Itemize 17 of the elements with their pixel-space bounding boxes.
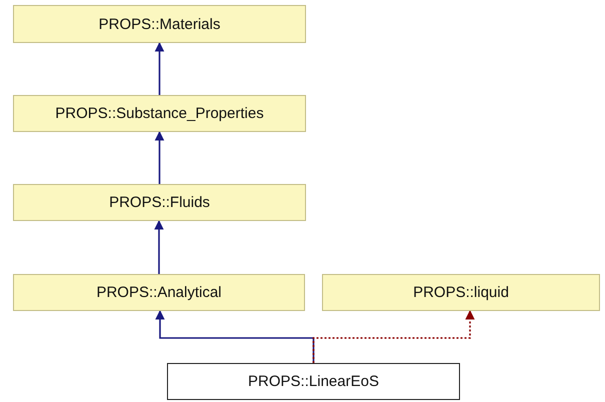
class-name: PROPS::liquid	[413, 284, 509, 301]
arrow	[154, 131, 164, 184]
class-box	[322, 274, 600, 311]
class-box	[13, 274, 305, 311]
class-name: PROPS::Materials	[98, 16, 220, 32]
arrow	[154, 42, 164, 95]
class-name: PROPS::Analytical	[96, 284, 222, 301]
arrow	[312, 310, 475, 363]
class-name: PROPS::Fluids	[109, 194, 210, 211]
class-name: PROPS::Substance_Properties	[55, 105, 264, 122]
class-name: PROPS::LinearEoS	[248, 373, 379, 390]
arrow	[155, 310, 314, 363]
class-box	[13, 184, 306, 221]
class-box	[13, 95, 306, 132]
arrow	[154, 220, 164, 274]
class-box	[13, 5, 306, 43]
class-box	[167, 363, 460, 400]
